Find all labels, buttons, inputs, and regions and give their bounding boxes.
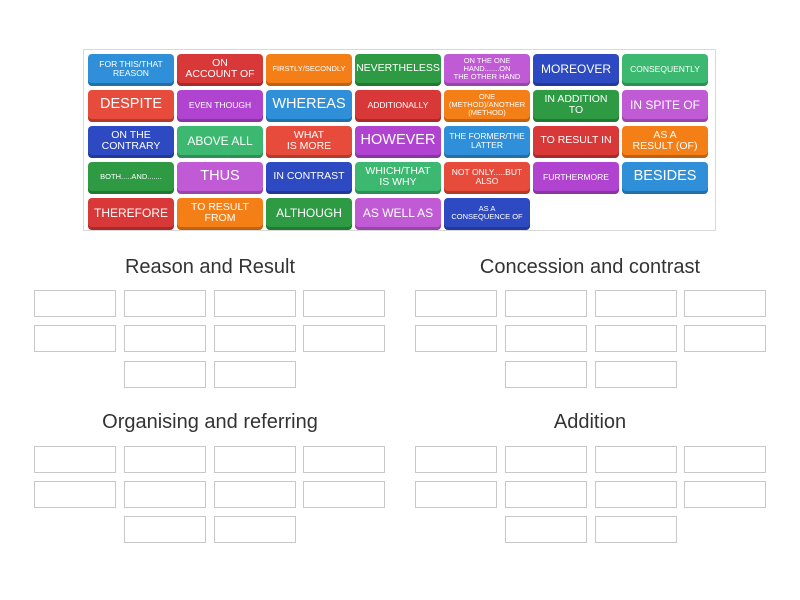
drop-slot[interactable] [684,290,766,317]
drop-slot[interactable] [684,481,766,508]
drop-slot[interactable] [124,290,206,317]
tile-on-the-contrary[interactable]: ON THE CONTRARY [88,126,174,158]
drop-slot[interactable] [684,446,766,473]
tile-to-result-in[interactable]: TO RESULT IN [533,126,619,158]
drop-slot[interactable] [595,325,677,352]
drop-slot[interactable] [595,481,677,508]
tile-moreover[interactable]: MOREOVER [533,54,619,86]
tile-in-spite-of[interactable]: IN SPITE OF [622,90,708,122]
drop-slot[interactable] [595,446,677,473]
tile-nevertheless[interactable]: NEVERTHELESS [355,54,441,86]
drop-slot[interactable] [124,446,206,473]
tile-what-is-more[interactable]: WHAT IS MORE [266,126,352,158]
tile-not-only-but-also[interactable]: NOT ONLY.....BUT ALSO [444,162,530,194]
tile-firstly-secondly[interactable]: FIRSTLY/SECONDLY [266,54,352,86]
tile-as-a-consequence-of[interactable]: AS A CONSEQUENCE OF [444,198,530,230]
drop-slot[interactable] [505,361,587,388]
tile-on-the-one-hand[interactable]: ON THE ONE HAND.......ON THE OTHER HAND [444,54,530,86]
drop-slot[interactable] [505,446,587,473]
tile-to-result-from[interactable]: TO RESULT FROM [177,198,263,230]
tile-as-a-result-of[interactable]: AS A RESULT (OF) [622,126,708,158]
drop-slot[interactable] [415,290,497,317]
drop-slot[interactable] [214,290,296,317]
tile-bank: FOR THIS/THAT REASON ON ACCOUNT OF FIRST… [83,49,716,231]
tile-as-well-as[interactable]: AS WELL AS [355,198,441,230]
drop-slot[interactable] [595,516,677,543]
drop-slot[interactable] [34,325,116,352]
tile-however[interactable]: HOWEVER [355,126,441,158]
tile-both-and[interactable]: BOTH.....AND....... [88,162,174,194]
tile-in-addition-to[interactable]: IN ADDITION TO [533,90,619,122]
drop-slot[interactable] [303,325,385,352]
drop-slot[interactable] [214,446,296,473]
drop-slot[interactable] [415,325,497,352]
tile-therefore[interactable]: THEREFORE [88,198,174,230]
group-title-reason-and-result: Reason and Result [124,256,296,278]
drop-slot[interactable] [214,516,296,543]
drop-slot[interactable] [124,325,206,352]
tile-thus[interactable]: THUS [177,162,263,194]
tile-which-that-is-why[interactable]: WHICH/THAT IS WHY [355,162,441,194]
tile-consequently[interactable]: CONSEQUENTLY [622,54,708,86]
group-title-addition: Addition [553,411,627,433]
drop-slot[interactable] [505,290,587,317]
group-title-concession-and-contrast: Concession and contrast [479,256,701,278]
drop-slot[interactable] [505,481,587,508]
drop-slot[interactable] [124,516,206,543]
tile-one-method-another-method[interactable]: ONE (METHOD)/ANOTHER (METHOD) [444,90,530,122]
tile-furthermore[interactable]: FURTHERMORE [533,162,619,194]
drop-slot[interactable] [505,325,587,352]
drop-slot[interactable] [415,446,497,473]
drop-slot[interactable] [124,361,206,388]
tile-in-contrast[interactable]: IN CONTRAST [266,162,352,194]
tile-for-this-that-reason[interactable]: FOR THIS/THAT REASON [88,54,174,86]
drop-slot[interactable] [505,516,587,543]
tile-besides[interactable]: BESIDES [622,162,708,194]
drop-slot[interactable] [214,361,296,388]
drop-slot[interactable] [595,361,677,388]
group-title-organising-and-referring: Organising and referring [102,411,318,433]
drop-slot[interactable] [214,481,296,508]
drop-slot[interactable] [303,446,385,473]
tile-although[interactable]: ALTHOUGH [266,198,352,230]
tile-above-all[interactable]: ABOVE ALL [177,126,263,158]
drop-slot[interactable] [595,290,677,317]
drop-slot[interactable] [684,325,766,352]
drop-slot[interactable] [303,481,385,508]
tile-even-though[interactable]: EVEN THOUGH [177,90,263,122]
drop-slot[interactable] [214,325,296,352]
drop-slot[interactable] [34,481,116,508]
drop-slot[interactable] [124,481,206,508]
drop-slot[interactable] [415,481,497,508]
tile-additionally[interactable]: ADDITIONALLY [355,90,441,122]
tile-on-account-of[interactable]: ON ACCOUNT OF [177,54,263,86]
tile-the-former-the-latter[interactable]: THE FORMER/THE LATTER [444,126,530,158]
tile-despite[interactable]: DESPITE [88,90,174,122]
tile-whereas[interactable]: WHEREAS [266,90,352,122]
drop-slot[interactable] [34,290,116,317]
drop-slot[interactable] [303,290,385,317]
drop-slot[interactable] [34,446,116,473]
